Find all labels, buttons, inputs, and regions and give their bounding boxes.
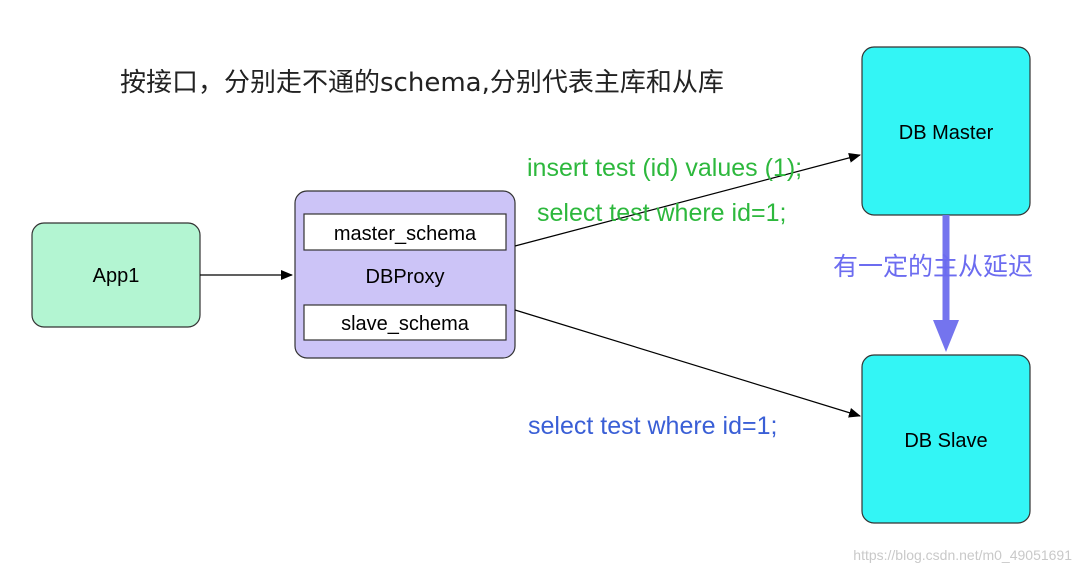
master-query-select: select test where id=1; xyxy=(537,199,786,227)
proxy-node: master_schema DBProxy slave_schema xyxy=(294,190,516,359)
master-schema-box xyxy=(303,213,507,251)
replication-delay-label: 有一定的主从延迟 xyxy=(833,252,1033,281)
slave-query-select: select test where id=1; xyxy=(528,412,777,440)
master-query-insert: insert test (id) values (1); xyxy=(527,154,802,182)
db-slave-box xyxy=(861,354,1031,524)
diagram-title: 按接口，分别走不通的schema,分别代表主库和从库 xyxy=(120,68,724,98)
proxy-label: DBProxy xyxy=(366,266,445,288)
slave-schema-box xyxy=(303,304,507,341)
master-schema-label: master_schema xyxy=(334,223,477,245)
proxy-to-slave-arrow xyxy=(514,309,861,418)
db-master-label: DB Master xyxy=(899,122,994,144)
watermark-text: https://blog.csdn.net/m0_49051691 xyxy=(853,547,1072,563)
proxy-to-master-arrow xyxy=(514,152,861,247)
slave-schema-label: slave_schema xyxy=(341,313,470,335)
db-slave-node: DB Slave xyxy=(861,354,1031,524)
db-master-node: DB Master xyxy=(861,46,1031,216)
app-node: App1 xyxy=(31,222,201,328)
replication-arrow xyxy=(933,215,959,352)
app-label: App1 xyxy=(93,265,140,287)
db-slave-label: DB Slave xyxy=(904,430,987,452)
